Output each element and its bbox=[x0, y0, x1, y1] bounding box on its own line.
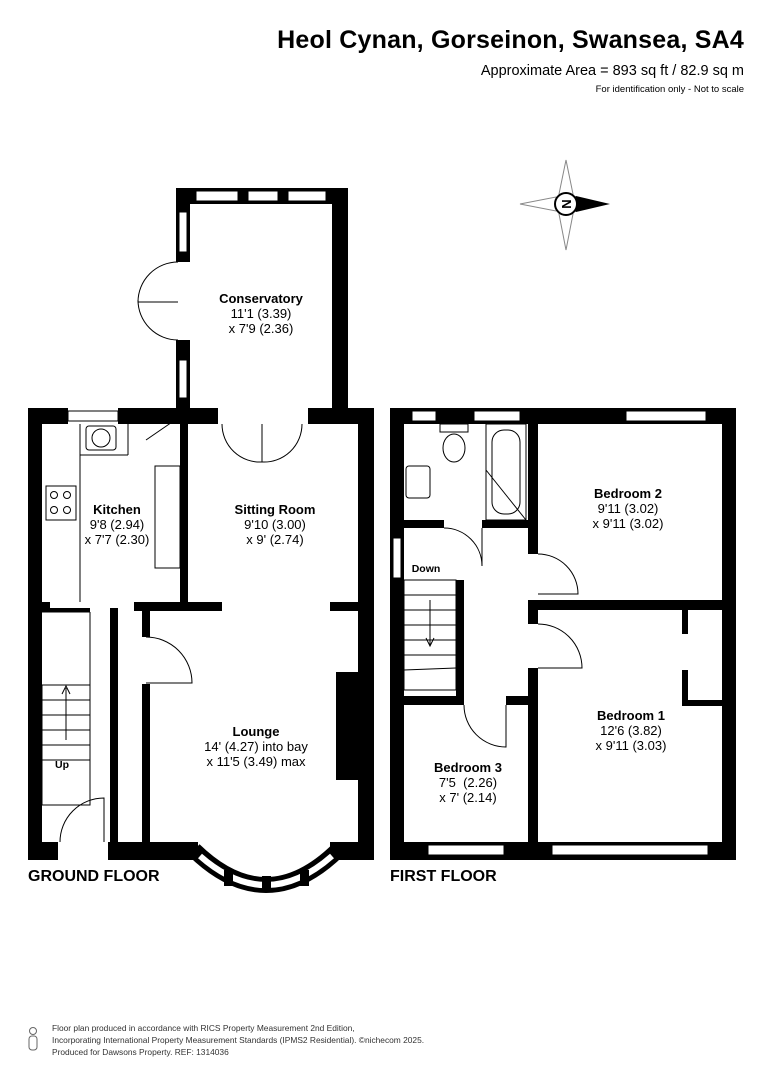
footer-line-1: Floor plan produced in accordance with R… bbox=[52, 1023, 355, 1033]
ground-floor-plan bbox=[28, 188, 374, 893]
lounge-dim-1: 14' (4.27) into bay bbox=[204, 739, 308, 754]
bedroom-2-dim-2: x 9'11 (3.02) bbox=[593, 516, 664, 531]
bedroom-1-dim-1: 12'6 (3.82) bbox=[600, 723, 662, 738]
sitting-room-dim-2: x 9' (2.74) bbox=[246, 532, 303, 547]
identification-note: For identification only - Not to scale bbox=[595, 84, 744, 95]
person-scale-icon bbox=[28, 1027, 38, 1051]
plan-footer: Floor plan produced in accordance with R… bbox=[52, 1022, 424, 1058]
footer-line-2: Incorporating International Property Mea… bbox=[52, 1035, 425, 1045]
kitchen-name: Kitchen bbox=[93, 502, 141, 517]
compass-icon: N bbox=[519, 159, 610, 251]
property-title: Heol Cynan, Gorseinon, Swansea, SA4 bbox=[277, 26, 744, 54]
conservatory-dim-1: 11'1 (3.39) bbox=[231, 306, 292, 321]
ground-floor-fixtures bbox=[41, 261, 303, 843]
bedroom-3-name: Bedroom 3 bbox=[434, 760, 502, 775]
conservatory-dim-2: x 7'9 (2.36) bbox=[229, 321, 294, 336]
stairs-up-label: Up bbox=[55, 759, 69, 771]
ground-floor-label: GROUND FLOOR bbox=[28, 868, 160, 885]
kitchen-dim-1: 9'8 (2.94) bbox=[90, 517, 145, 532]
footer-line-3: Produced for Dawsons Property. REF: 1314… bbox=[52, 1047, 229, 1057]
bedroom-3-dim-2: x 7' (2.14) bbox=[439, 790, 496, 805]
sitting-room-name: Sitting Room bbox=[235, 502, 316, 517]
sitting-room-dim-1: 9'10 (3.00) bbox=[244, 517, 306, 532]
first-floor-label: FIRST FLOOR bbox=[390, 868, 497, 885]
plan-header: Heol Cynan, Gorseinon, Swansea, SA4 Appr… bbox=[277, 26, 744, 95]
approximate-area: Approximate Area = 893 sq ft / 82.9 sq m bbox=[480, 63, 744, 79]
lounge-name: Lounge bbox=[233, 724, 280, 739]
bedroom-3-dim-1: 7'5 (2.26) bbox=[439, 775, 497, 790]
lounge-dim-2: x 11'5 (3.49) max bbox=[206, 754, 306, 769]
first-floor-fixtures bbox=[403, 423, 583, 748]
conservatory-name: Conservatory bbox=[219, 291, 304, 306]
bedroom-1-name: Bedroom 1 bbox=[597, 708, 665, 723]
bedroom-2-name: Bedroom 2 bbox=[594, 486, 662, 501]
kitchen-dim-2: x 7'7 (2.30) bbox=[85, 532, 150, 547]
stairs-down-label: Down bbox=[412, 563, 441, 575]
first-floor-plan bbox=[390, 408, 736, 860]
bedroom-2-dim-1: 9'11 (3.02) bbox=[598, 501, 659, 516]
compass-label: N bbox=[559, 199, 574, 208]
bedroom-1-dim-2: x 9'11 (3.03) bbox=[596, 738, 667, 753]
